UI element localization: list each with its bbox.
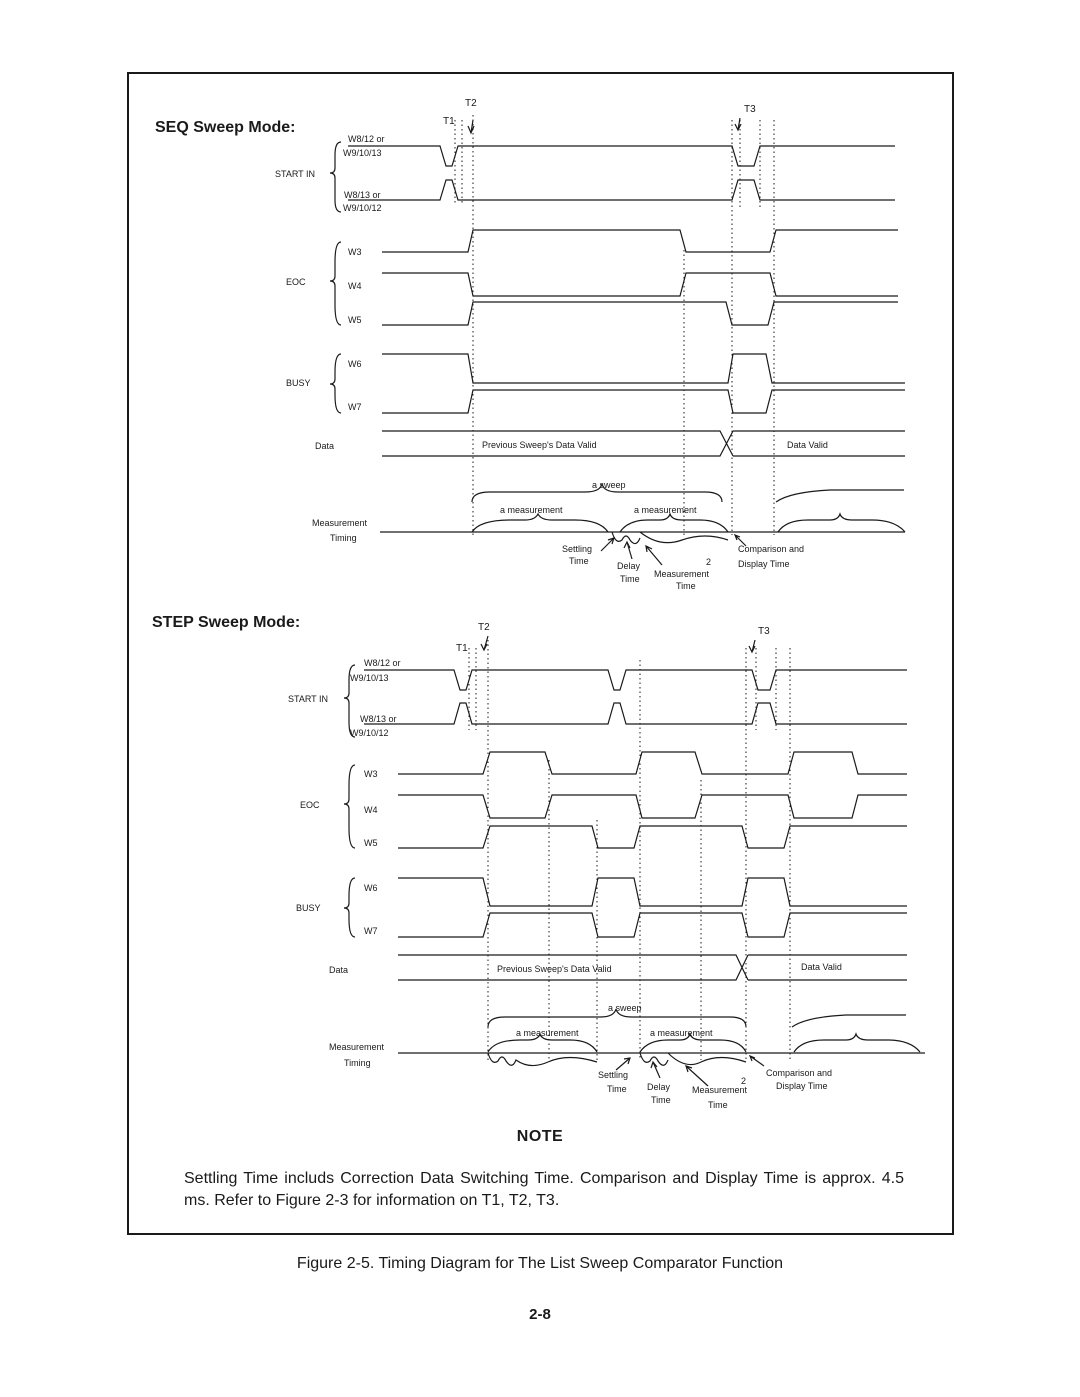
- seq-start-in-label: START IN: [275, 169, 315, 179]
- step-display-time: Display Time: [776, 1081, 828, 1091]
- step-t1-label: T1: [456, 643, 468, 654]
- seq-measurement-label: Measurement: [312, 518, 368, 528]
- step-a-sweep: a sweep: [608, 1003, 642, 1013]
- step-w6-label: W6: [364, 883, 378, 893]
- step-w813-label: W8/13 or: [360, 714, 397, 724]
- seq-prev-valid: Previous Sweep's Data Valid: [482, 440, 597, 450]
- seq-t3-label: T3: [744, 104, 756, 115]
- seq-w4-label: W4: [348, 281, 362, 291]
- seq-display-time: Display Time: [738, 559, 790, 569]
- step-a-measurement-2: a measurement: [650, 1028, 713, 1038]
- seq-meas-2: 2: [706, 557, 711, 567]
- step-meas-2: 2: [741, 1076, 746, 1086]
- step-w7-label: W7: [364, 926, 378, 936]
- seq-delay: Delay: [617, 561, 641, 571]
- step-measurement-label: Measurement: [329, 1042, 385, 1052]
- seq-w3-label: W3: [348, 247, 362, 257]
- step-w91012-label: W9/10/12: [350, 728, 389, 738]
- step-meas-label: Measurement: [692, 1085, 748, 1095]
- seq-a-measurement-1: a measurement: [500, 505, 563, 515]
- seq-t2-label: T2: [465, 98, 477, 109]
- step-eoc-label: EOC: [300, 800, 320, 810]
- step-delay-time: Time: [651, 1095, 671, 1105]
- seq-w91013-label: W9/10/13: [343, 148, 382, 158]
- seq-w6-label: W6: [348, 359, 362, 369]
- seq-mode-title: SEQ Sweep Mode:: [155, 119, 295, 136]
- step-delay: Delay: [647, 1082, 671, 1092]
- seq-busy-label: BUSY: [286, 378, 311, 388]
- page-number: 2-8: [529, 1306, 551, 1323]
- seq-delay-time: Time: [620, 574, 640, 584]
- step-w91013-label: W9/10/13: [350, 673, 389, 683]
- note-body: Settling Time includs Correction Data Sw…: [184, 1170, 904, 1209]
- step-settling-time: Time: [607, 1084, 627, 1094]
- seq-w812-label: W8/12 or: [348, 134, 385, 144]
- step-comparison: Comparison and: [766, 1068, 832, 1078]
- seq-comparison: Comparison and: [738, 544, 804, 554]
- step-start-in-label: START IN: [288, 694, 328, 704]
- seq-w5-label: W5: [348, 315, 362, 325]
- figure-caption: Figure 2-5. Timing Diagram for The List …: [296, 1255, 784, 1272]
- step-timing-label: Timing: [344, 1058, 371, 1068]
- seq-a-measurement-2: a measurement: [634, 505, 697, 515]
- step-t3-label: T3: [758, 626, 770, 637]
- seq-data-valid: Data Valid: [787, 440, 828, 450]
- seq-settling: Settling: [562, 544, 592, 554]
- step-w3-label: W3: [364, 769, 378, 779]
- step-data-valid: Data Valid: [801, 962, 842, 972]
- step-t2-label: T2: [478, 622, 490, 633]
- step-meas-time: Time: [708, 1100, 728, 1110]
- seq-w7-label: W7: [348, 402, 362, 412]
- step-a-measurement-1: a measurement: [516, 1028, 579, 1038]
- seq-meas-label: Measurement: [654, 569, 710, 579]
- step-prev-valid: Previous Sweep's Data Valid: [497, 964, 612, 974]
- note-title: NOTE: [516, 1128, 564, 1145]
- seq-timing-label: Timing: [330, 533, 357, 543]
- seq-t1-label: T1: [443, 116, 455, 127]
- seq-data-label: Data: [315, 441, 334, 451]
- seq-meas-time: Time: [676, 581, 696, 591]
- step-data-label: Data: [329, 965, 348, 975]
- figure-frame: [127, 72, 954, 1235]
- seq-a-sweep: a sweep: [592, 480, 626, 490]
- step-busy-label: BUSY: [296, 903, 321, 913]
- step-w5-label: W5: [364, 838, 378, 848]
- seq-eoc-label: EOC: [286, 277, 306, 287]
- step-settling: Settling: [598, 1070, 628, 1080]
- seq-settling-time: Time: [569, 556, 589, 566]
- step-mode-title: STEP Sweep Mode:: [152, 614, 300, 631]
- seq-w813-label: W8/13 or: [344, 190, 381, 200]
- step-w812-label: W8/12 or: [364, 658, 401, 668]
- seq-w91012-label: W9/10/12: [343, 203, 382, 213]
- step-w4-label: W4: [364, 805, 378, 815]
